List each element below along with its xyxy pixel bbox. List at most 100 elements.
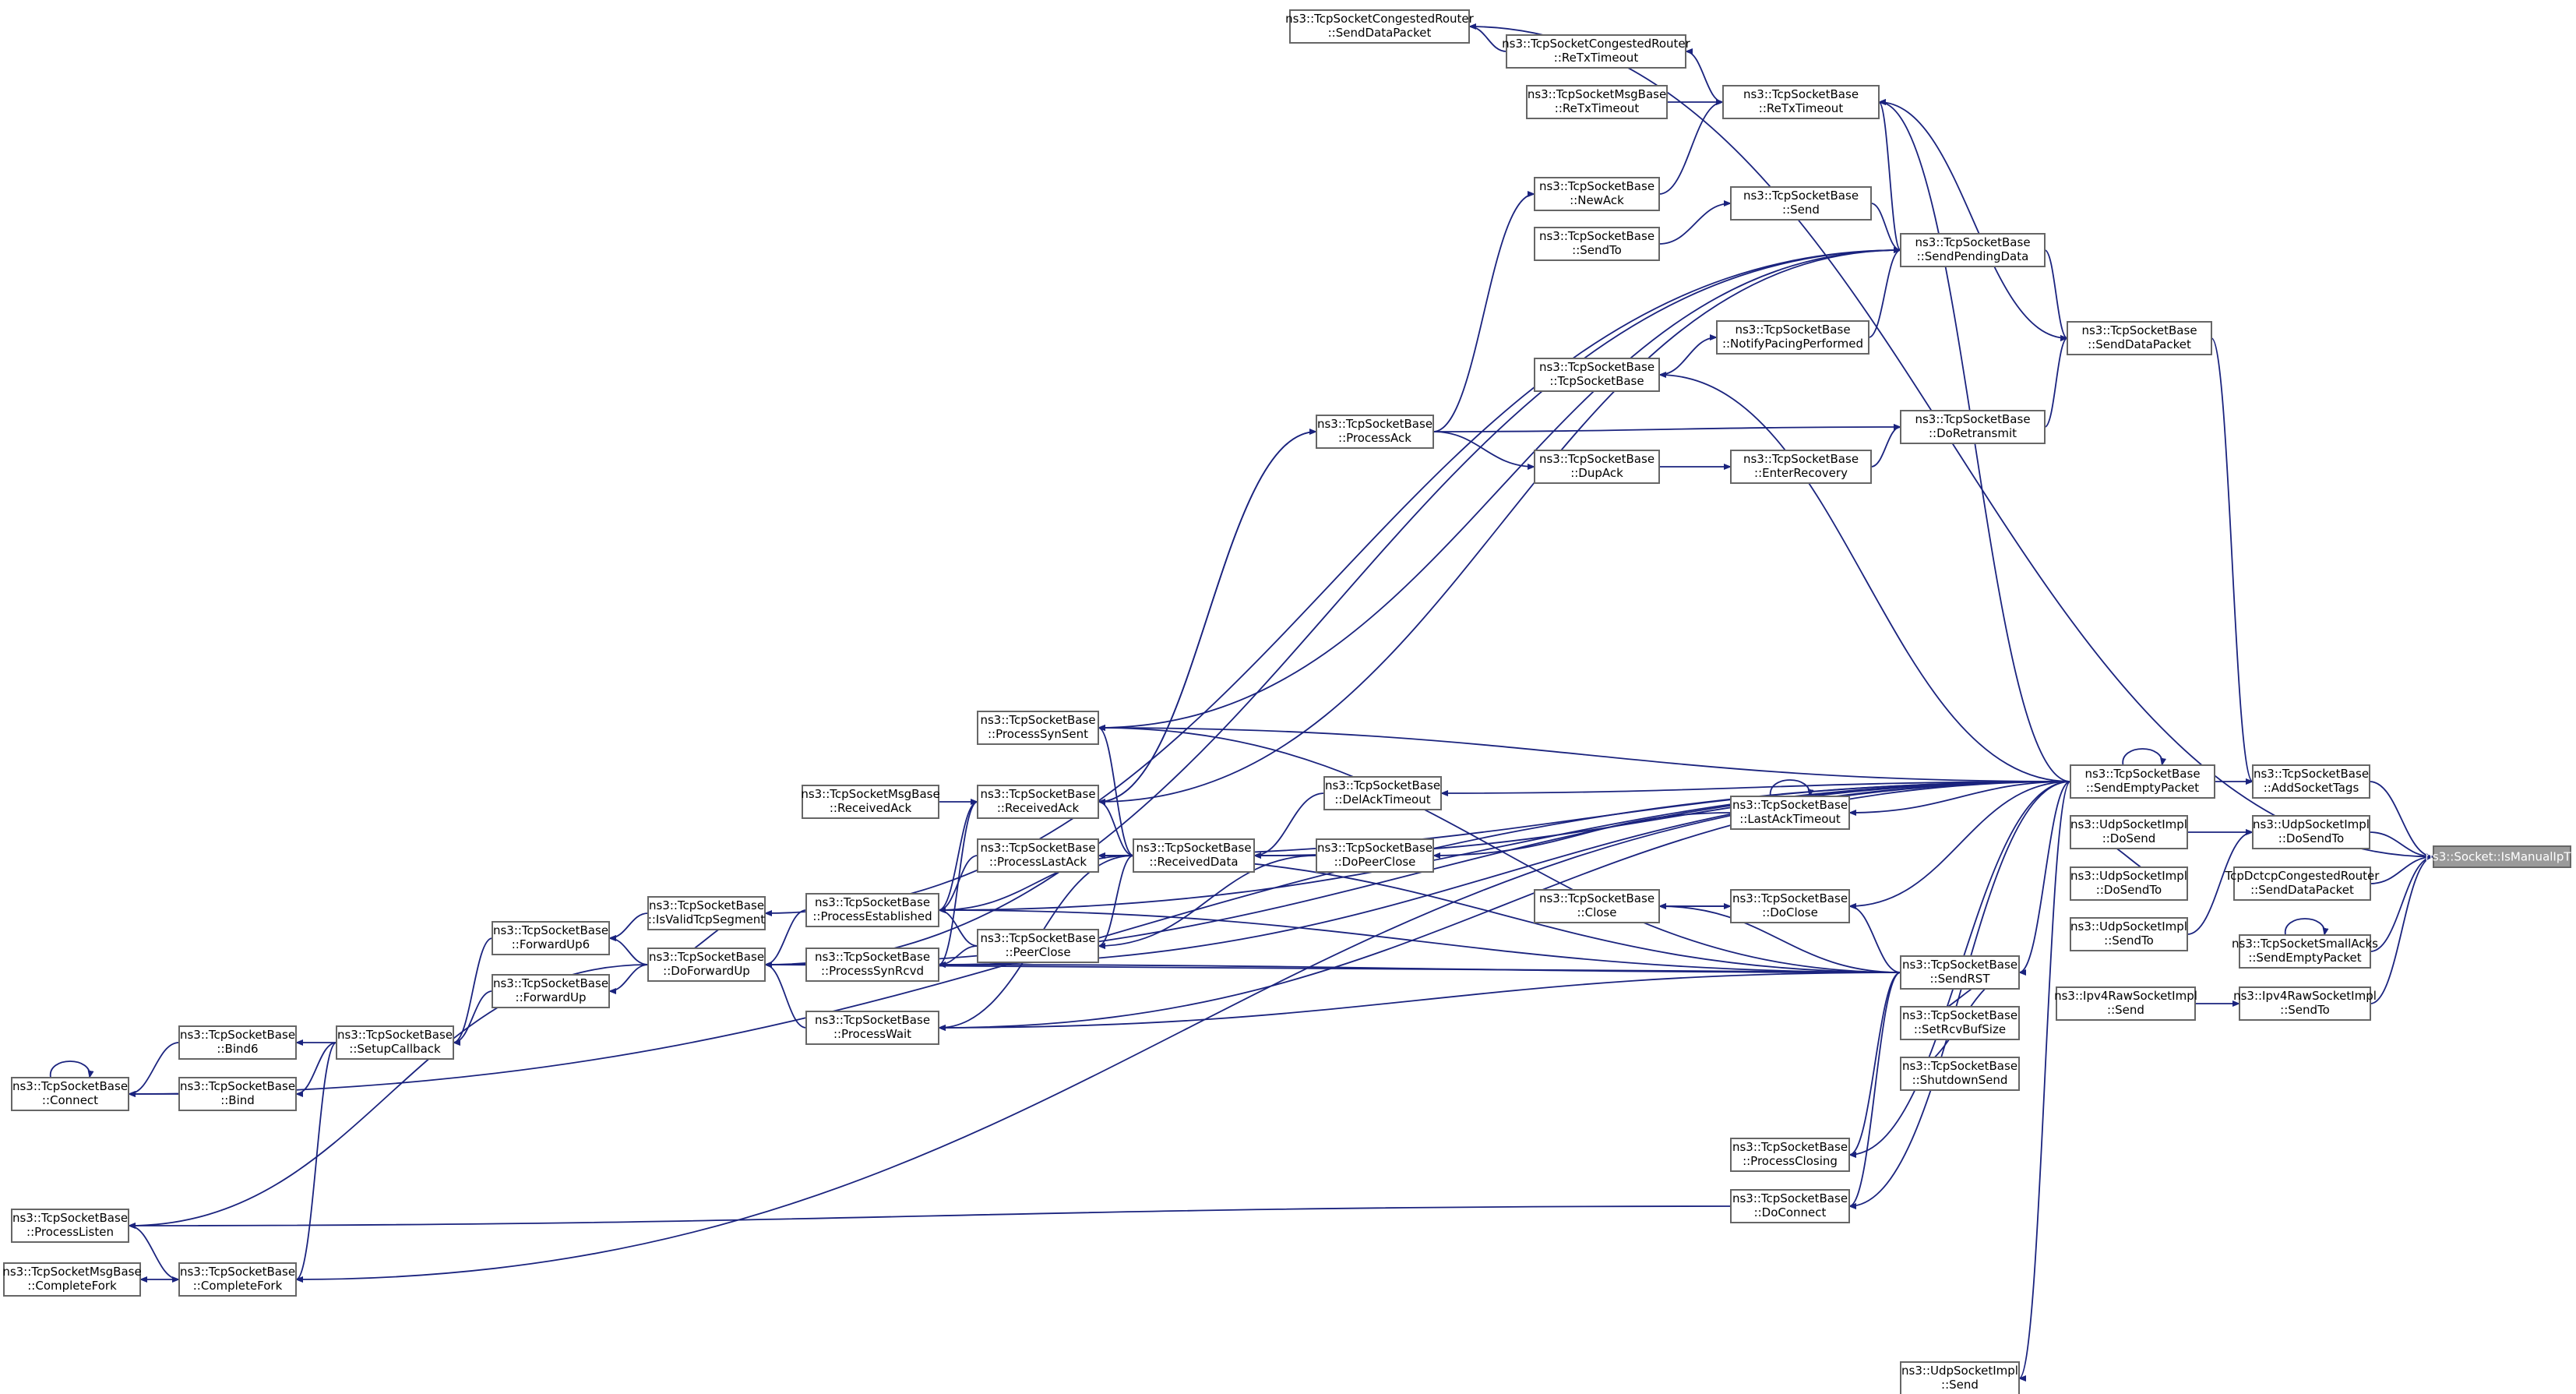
node-CompleteFork[interactable]: ns3::TcpSocketBase::CompleteFork (178, 1262, 297, 1297)
node-label-line1: ns3::UdpSocketImpl (2070, 817, 2187, 831)
node-label-line1: ns3::UdpSocketImpl (2253, 817, 2370, 831)
node-box (1900, 1006, 2020, 1040)
node-ProcessSynRcvd[interactable]: ns3::TcpSocketBase::ProcessSynRcvd (805, 948, 939, 982)
node-ProcessSynSent[interactable]: ns3::TcpSocketBase::ProcessSynSent (977, 711, 1099, 745)
edge-PeerClose-to-ProcessEstablished (938, 907, 978, 947)
node-Send[interactable]: ns3::TcpSocketBase::Send (1730, 186, 1872, 221)
node-DoRetransmit[interactable]: ns3::TcpSocketBase::DoRetransmit (1900, 410, 2046, 444)
node-AddSocketTags[interactable]: ns3::TcpSocketBase::AddSocketTags (2252, 764, 2370, 799)
node-SendDataPacket[interactable]: ns3::TcpSocketBase::SendDataPacket (2067, 321, 2212, 355)
node-ProcessClosing[interactable]: ns3::TcpSocketBase::ProcessClosing (1730, 1138, 1850, 1172)
node-label-line1: ns3::TcpSocketBase (493, 923, 608, 937)
node-EnterRecovery[interactable]: ns3::TcpSocketBase::EnterRecovery (1730, 450, 1872, 484)
node-box (977, 838, 1099, 873)
edge-ProcessEstablished-to-DoForwardUp (764, 909, 807, 968)
node-NotifyPacing[interactable]: ns3::TcpSocketBase::NotifyPacingPerforme… (1716, 320, 1869, 355)
edges-layer (50, 23, 2434, 1382)
node-ProcessWait[interactable]: ns3::TcpSocketBase::ProcessWait (805, 1011, 939, 1045)
node-ProcessEstablished[interactable]: ns3::TcpSocketBase::ProcessEstablished (805, 893, 939, 927)
node-label-line1: ns3::TcpSocketBase (2254, 767, 2369, 781)
node-label-line2: ::SendTo (2280, 1003, 2330, 1017)
node-box (1730, 186, 1872, 221)
node-box (1534, 889, 1660, 923)
node-box (336, 1025, 454, 1060)
node-DupAck[interactable]: ns3::TcpSocketBase::DupAck (1534, 450, 1660, 484)
node-ProcessLastAck[interactable]: ns3::TcpSocketBase::ProcessLastAck (977, 838, 1099, 873)
node-box (2067, 321, 2212, 355)
node-DelAckTimeout[interactable]: ns3::TcpSocketBase::DelAckTimeout (1323, 776, 1442, 810)
node-ReTxTimeout[interactable]: ns3::TcpSocketBase::ReTxTimeout (1722, 85, 1880, 119)
node-NewAck[interactable]: ns3::TcpSocketBase::NewAck (1534, 177, 1660, 211)
node-DoConnect[interactable]: ns3::TcpSocketBase::DoConnect (1730, 1189, 1850, 1223)
node-box (1716, 320, 1869, 355)
node-box (2252, 815, 2370, 849)
edge-SendEmptyPacket-to-ProcessWait (938, 781, 2071, 1031)
node-ForwardUp[interactable]: ns3::TcpSocketBase::ForwardUp (492, 974, 610, 1008)
node-label-line2: ::EnterRecovery (1754, 466, 1848, 480)
node-SetupCallback[interactable]: ns3::TcpSocketBase::SetupCallback (336, 1025, 454, 1060)
node-label-line2: ::Send (1782, 203, 1820, 217)
node-label-line2: ::SendDataPacket (2088, 337, 2191, 351)
node-label-line2: ::SetRcvBufSize (1914, 1022, 2006, 1036)
node-label-line1: ns3::TcpSocketBase (815, 1013, 930, 1027)
node-DoPeerClose[interactable]: ns3::TcpSocketBase::DoPeerClose (1316, 838, 1434, 873)
node-label-line2: ::ReTxTimeout (1555, 101, 1640, 115)
edge-SetupCallback-to-CompleteFork (295, 1042, 337, 1283)
edge-LastAckTimeout-to-LastAckTimeout (1770, 779, 1814, 797)
node-DctcpSendDataPacket[interactable]: TcpDctcpCongestedRouter::SendDataPacket (2225, 866, 2380, 901)
node-ProcessListen[interactable]: ns3::TcpSocketBase::ProcessListen (11, 1209, 129, 1243)
node-SendTo[interactable]: ns3::TcpSocketBase::SendTo (1534, 227, 1660, 261)
node-ShutdownSend[interactable]: ns3::TcpSocketBase::ShutdownSend (1900, 1057, 2020, 1091)
node-DoForwardUp[interactable]: ns3::TcpSocketBase::DoForwardUp (647, 948, 766, 982)
node-IsValidTcpSegment[interactable]: ns3::TcpSocketBase::IsValidTcpSegment (647, 896, 766, 930)
node-label-line2: ::DoSendTo (2278, 831, 2344, 845)
node-label-line2: ::NotifyPacingPerformed (1722, 337, 1863, 351)
node-ReceivedData[interactable]: ns3::TcpSocketBase::ReceivedData (1133, 838, 1255, 873)
edge-TcpSocketBaseCtor-to-NotifyPacing (1658, 334, 1718, 376)
node-Bind6[interactable]: ns3::TcpSocketBase::Bind6 (178, 1025, 297, 1060)
node-Close[interactable]: ns3::TcpSocketBase::Close (1534, 889, 1660, 923)
node-UdpDoSendToL[interactable]: ns3::UdpSocketImpl::DoSendTo (2070, 866, 2188, 901)
node-ForwardUp6[interactable]: ns3::TcpSocketBase::ForwardUp6 (492, 921, 610, 955)
node-ProcessAck[interactable]: ns3::TcpSocketBase::ProcessAck (1316, 415, 1434, 449)
node-ReceivedAck[interactable]: ns3::TcpSocketBase::ReceivedAck (977, 785, 1099, 819)
node-label-line2: ::Bind6 (217, 1042, 258, 1056)
node-label-line1: ns3::TcpSocketBase (1915, 412, 2030, 426)
node-SendRST[interactable]: ns3::TcpSocketBase::SendRST (1900, 955, 2020, 990)
node-UdpDoSend[interactable]: ns3::UdpSocketImpl::DoSend (2070, 815, 2188, 849)
node-LastAckTimeout[interactable]: ns3::TcpSocketBase::LastAckTimeout (1730, 796, 1850, 830)
node-Ipv4RawSend[interactable]: ns3::Ipv4RawSocketImpl::Send (2054, 986, 2197, 1021)
node-IsManualIpTtl[interactable]: ns3::Socket::IsManualIpTtl (2425, 845, 2576, 868)
node-label-line2: ::DoSend (2102, 831, 2156, 845)
node-SendPendingData[interactable]: ns3::TcpSocketBase::SendPendingData (1900, 233, 2046, 267)
node-SetRcvBufSize[interactable]: ns3::TcpSocketBase::SetRcvBufSize (1900, 1006, 2020, 1040)
edge-SendEmptyPacket-to-ProcessEstablished (938, 781, 2071, 913)
node-SendEmptyPacket[interactable]: ns3::TcpSocketBase::SendEmptyPacket (2070, 764, 2215, 799)
node-Ipv4RawSendTo[interactable]: ns3::Ipv4RawSocketImpl::SendTo (2233, 986, 2377, 1021)
node-TcpSocketBaseCtor[interactable]: ns3::TcpSocketBase::TcpSocketBase (1534, 358, 1660, 392)
node-MsgCompleteFork[interactable]: ns3::TcpSocketMsgBase::CompleteFork (2, 1262, 142, 1297)
node-label-line2: ::ProcessClosing (1743, 1154, 1838, 1168)
node-CRSendDataPacket[interactable]: ns3::TcpSocketCongestedRouter::SendDataP… (1285, 9, 1475, 44)
node-PeerClose[interactable]: ns3::TcpSocketBase::PeerClose (977, 929, 1099, 963)
node-label-line2: ::ProcessListen (26, 1225, 114, 1239)
node-label-line1: ns3::TcpSocketBase (1325, 778, 1440, 792)
node-SmallAcksSendEmpty[interactable]: ns3::TcpSocketSmallAcks::SendEmptyPacket (2232, 934, 2378, 969)
node-Bind[interactable]: ns3::TcpSocketBase::Bind (178, 1077, 297, 1111)
node-label-line2: ::SendDataPacket (2250, 883, 2354, 897)
node-UdpSendTo[interactable]: ns3::UdpSocketImpl::SendTo (2070, 917, 2188, 951)
node-Connect[interactable]: ns3::TcpSocketBase::Connect (11, 1077, 129, 1111)
node-MsgReTxTimeout[interactable]: ns3::TcpSocketMsgBase::ReTxTimeout (1526, 85, 1668, 119)
node-box (2070, 866, 2188, 901)
node-MsgReceivedAck[interactable]: ns3::TcpSocketMsgBase::ReceivedAck (801, 785, 940, 819)
edge-SendEmptyPacket-to-DoConnect (1848, 781, 2071, 1209)
edge-ProcessAck-to-ReceivedAck (1098, 431, 1317, 805)
node-label-line1: ns3::TcpSocketMsgBase (801, 787, 939, 801)
node-CRReTxTimeout[interactable]: ns3::TcpSocketCongestedRouter::ReTxTimeo… (1502, 34, 1691, 69)
node-DoClose[interactable]: ns3::TcpSocketBase::DoClose (1730, 889, 1850, 923)
node-box (805, 1011, 939, 1045)
node-UdpDoSendToR[interactable]: ns3::UdpSocketImpl::DoSendTo (2252, 815, 2370, 849)
node-UdpSend[interactable]: ns3::UdpSocketImpl::Send (1900, 1361, 2020, 1394)
node-label-line2: ::DupAck (1570, 466, 1623, 480)
